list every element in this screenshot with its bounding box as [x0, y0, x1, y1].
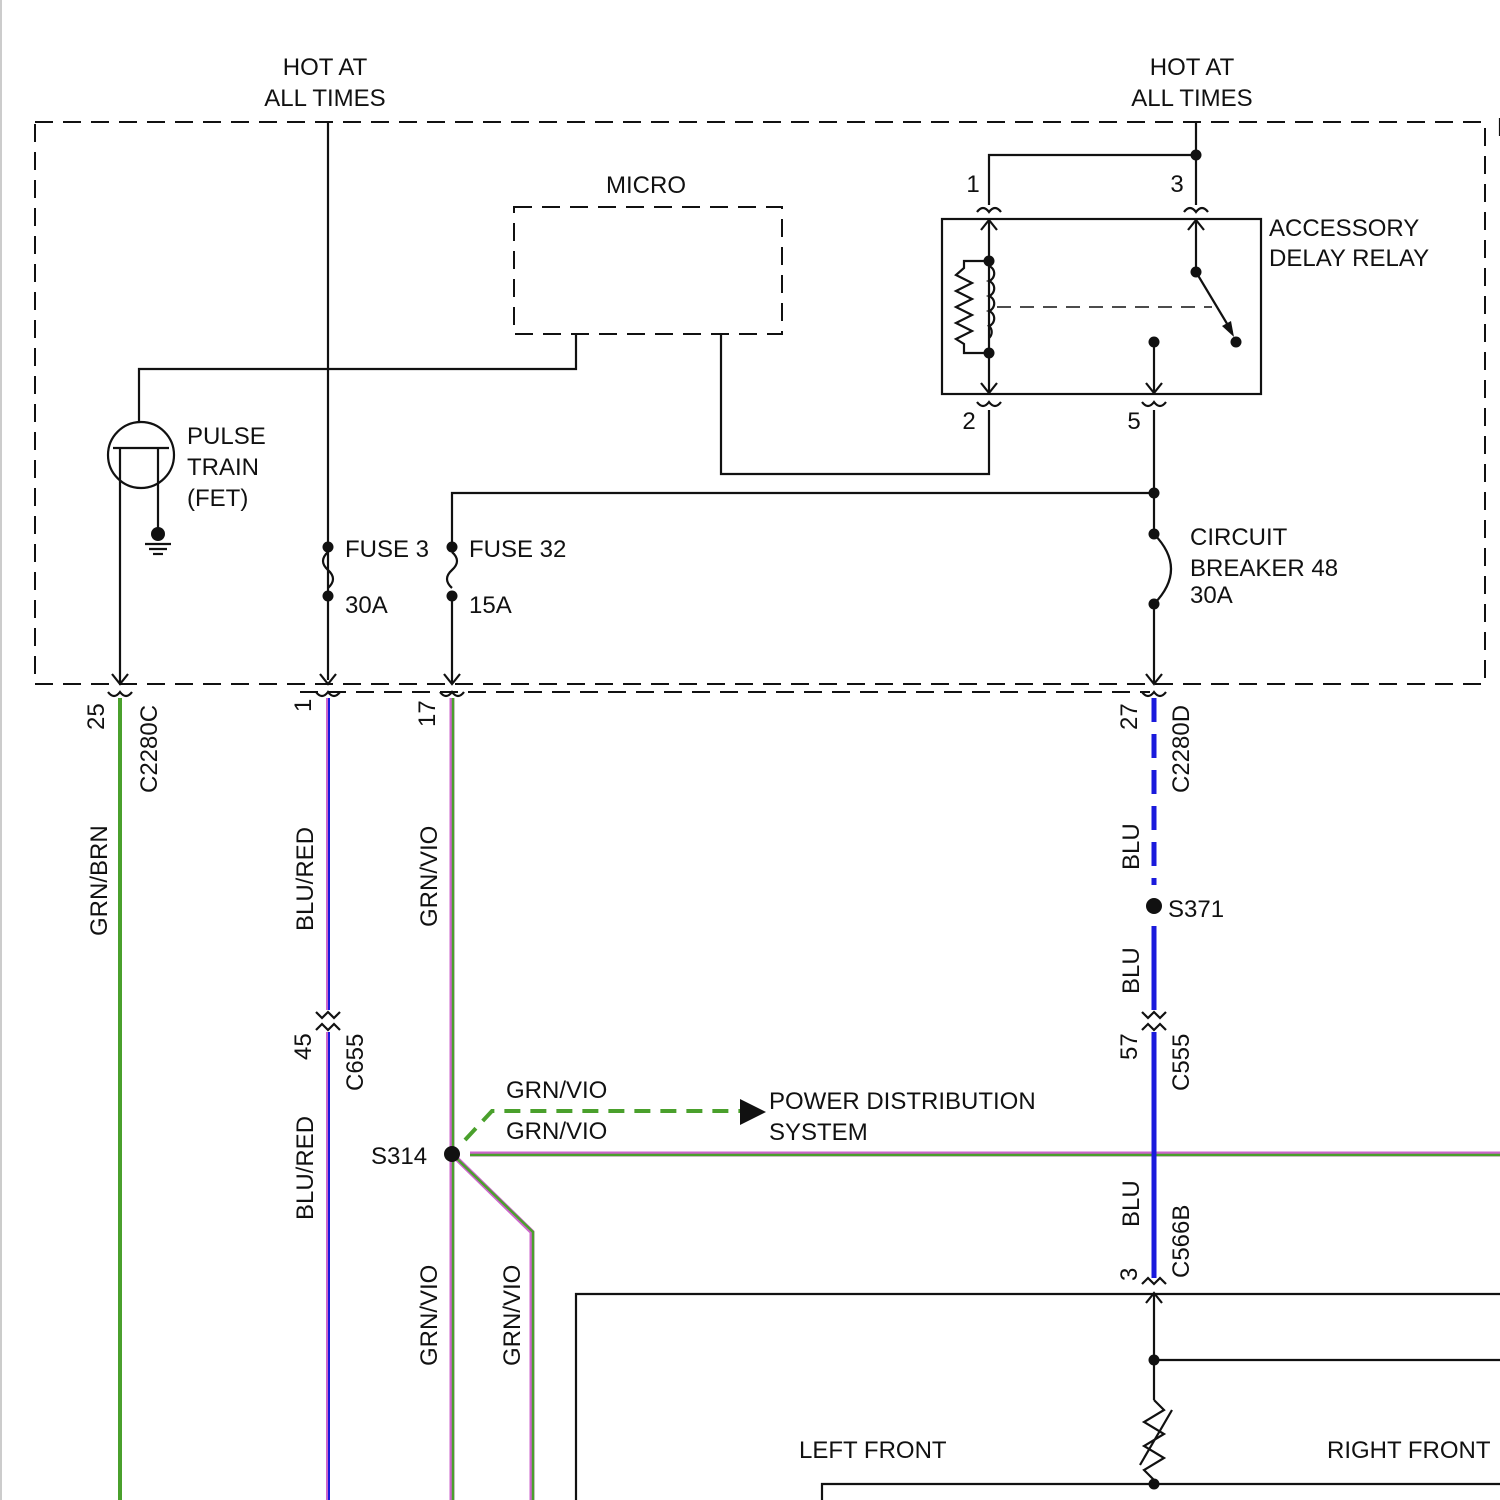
wire-label-grn-vio-1: GRN/VIO [416, 826, 443, 927]
splice-s371-dot [1146, 898, 1162, 914]
micro-box [514, 207, 782, 334]
pin-25-label: 25 [83, 703, 110, 730]
wire-label-grn-vio-5: GRN/VIO [499, 1265, 526, 1366]
wire-label-blu-red-1: BLU/RED [292, 827, 319, 931]
pin-27-label: 27 [1116, 703, 1143, 730]
conn-c555-label: C555 [1168, 1034, 1195, 1091]
conn-c655-label: C655 [342, 1034, 369, 1091]
c655-connector [316, 1012, 340, 1030]
pulse-line2: TRAIN [187, 454, 259, 481]
relay-pin2-connector [977, 402, 1001, 406]
splice-s314-label: S314 [371, 1143, 427, 1170]
switch-contact-dot [1231, 337, 1242, 348]
fuse32-icon [447, 552, 457, 588]
lower-component-box [576, 1294, 1500, 1500]
hot-right-line2: ALL TIMES [1131, 85, 1252, 112]
hot-left-line1: HOT AT [283, 54, 368, 81]
left-front-box [822, 1484, 1500, 1500]
relay-feed-wire-pin1 [989, 122, 1196, 205]
wire-label-blu-red-2: BLU/RED [292, 1116, 319, 1220]
fet-icon [108, 422, 174, 488]
wire-label-blu-1: BLU [1118, 823, 1145, 870]
hot-right-line1: HOT AT [1150, 54, 1235, 81]
relay-resistor-icon [956, 261, 989, 353]
relay-name-line1: ACCESSORY [1269, 215, 1419, 242]
relay-pin2-label: 2 [962, 408, 975, 435]
relay-pin5-label: 5 [1127, 408, 1140, 435]
relay-pin5-connector [1142, 402, 1166, 406]
wire-label-grn-brn: GRN/BRN [86, 825, 113, 936]
breaker-line3: 30A [1190, 582, 1233, 609]
relay-pin1-connector [977, 208, 1001, 212]
fuse32-rating: 15A [469, 592, 512, 619]
fuse32-name: FUSE 32 [469, 536, 566, 563]
wire-label-grn-vio-2: GRN/VIO [506, 1077, 607, 1104]
pin-57-label: 57 [1116, 1033, 1143, 1060]
module-boundary [35, 122, 1485, 684]
micro-label: MICRO [606, 172, 686, 199]
left-front-label: LEFT FRONT [799, 1437, 947, 1464]
wire-grn-vio-horizontal [470, 1154, 1500, 1155]
wire-label-grn-vio-3: GRN/VIO [506, 1118, 607, 1145]
splice-s314-dot [444, 1146, 460, 1162]
hot-left-line2: ALL TIMES [264, 85, 385, 112]
wire-label-blu-2: BLU [1118, 947, 1145, 994]
pulse-line3: (FET) [187, 485, 248, 512]
relay-pin1-label: 1 [966, 171, 979, 198]
wire-label-blu-3: BLU [1118, 1180, 1145, 1227]
pin-17-label: 17 [414, 700, 441, 727]
breaker-line2: BREAKER 48 [1190, 555, 1338, 582]
variable-resistor-arrow [1140, 1410, 1172, 1465]
splice-s371-label: S371 [1168, 896, 1224, 923]
micro-to-fet-wire [139, 334, 576, 422]
wire-label-grn-vio-4: GRN/VIO [416, 1265, 443, 1366]
fuse3-rating: 30A [345, 592, 388, 619]
fuse3-name: FUSE 3 [345, 536, 429, 563]
conn-c2280d-label: C2280D [1168, 705, 1195, 793]
circuit-breaker-icon [1154, 534, 1171, 604]
relay-pin2-to-micro-wire [721, 334, 989, 474]
fuse3-dot-top [323, 542, 334, 553]
pds-line1: POWER DISTRIBUTION [769, 1088, 1036, 1115]
c555-connector [1142, 1012, 1166, 1030]
switch-arrowhead [1222, 321, 1234, 337]
ground-dot [151, 527, 165, 541]
pulse-line1: PULSE [187, 423, 266, 450]
relay-name-line2: DELAY RELAY [1269, 245, 1429, 272]
ground-icon [145, 544, 171, 554]
module-exit-arrows [112, 674, 1162, 684]
conn-c2280c-label: C2280C [136, 705, 163, 793]
wire-grn-vio-main [452, 698, 453, 1500]
breaker-line1: CIRCUIT [1190, 524, 1288, 551]
pds-line2: SYSTEM [769, 1119, 868, 1146]
right-front-label: RIGHT FRONT [1327, 1437, 1491, 1464]
conn-c566b-label: C566B [1168, 1205, 1195, 1278]
relay-switch-arm [1196, 272, 1232, 332]
fuse3-dot-bottom [323, 591, 334, 602]
pin-1-label: 1 [290, 699, 317, 712]
relay-pin3-label: 3 [1170, 171, 1183, 198]
pin-45-label: 45 [290, 1033, 317, 1060]
feed-junction-dot [1191, 150, 1202, 161]
wire-blu-red [328, 698, 329, 1500]
pin-3-label: 3 [1116, 1268, 1143, 1281]
fuse32-dot-top [447, 542, 458, 553]
relay-pin3-connector [1184, 208, 1208, 212]
